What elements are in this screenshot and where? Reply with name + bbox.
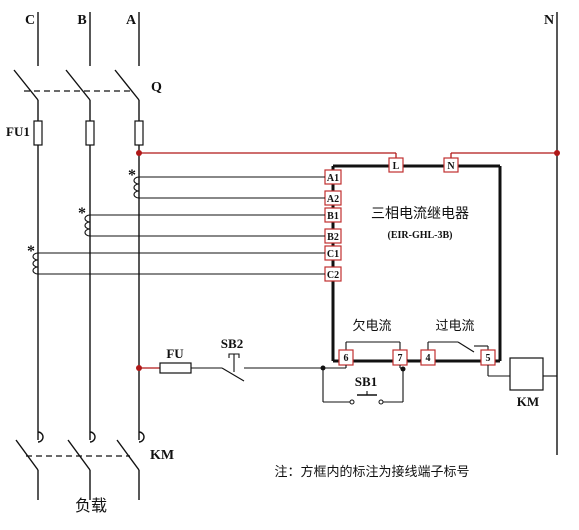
svg-text:6: 6 [344, 353, 349, 364]
fuse-fu [159, 362, 192, 374]
junction-dot [554, 150, 560, 156]
control-circuit: FU SB2 SB1 KM [136, 336, 557, 409]
terminal-a2: A2 [324, 190, 342, 206]
svg-text:5: 5 [486, 353, 491, 364]
button-sb2-label: SB2 [221, 336, 243, 351]
relay-model: (EIR-GHL-3B) [388, 230, 453, 241]
ct-polarity-star-c: * [27, 243, 35, 260]
terminal-4: 4 [420, 349, 436, 366]
undercurrent-contact [345, 341, 401, 350]
relay-title: 三相电流继电器 [371, 206, 469, 222]
svg-text:A1: A1 [327, 173, 339, 184]
supply-wires [136, 150, 560, 160]
svg-text:L: L [393, 161, 400, 172]
svg-text:B1: B1 [327, 211, 339, 222]
sb1-contact-right [378, 399, 384, 405]
fuse-fu1-label: FU1 [6, 124, 30, 139]
junction-dot [136, 365, 142, 371]
ct-wiring [32, 176, 325, 275]
svg-text:4: 4 [426, 353, 431, 364]
terminal-c1: C1 [324, 245, 342, 261]
terminal-a1: A1 [324, 169, 342, 185]
contactor-km-main-label: KM [150, 448, 174, 463]
terminal-5: 5 [480, 349, 496, 366]
svg-text:C1: C1 [327, 249, 339, 260]
undercurrent-label: 欠电流 [352, 318, 391, 334]
overcurrent-label: 过电流 [435, 319, 474, 334]
junction-dot [400, 366, 406, 372]
contactor-km-label: KM [517, 394, 539, 409]
svg-text:C2: C2 [327, 270, 339, 281]
load-label: 负载 [75, 496, 107, 515]
fuse-group-fu1: FU1 [6, 120, 144, 146]
phase-a-label: A [126, 13, 137, 28]
phase-c-label: C [25, 13, 35, 28]
terminal-c2: C2 [324, 266, 342, 282]
svg-text:B2: B2 [327, 232, 339, 243]
footnote: 注：方框内的标注为接线端子标号 [274, 464, 469, 480]
terminal-l: L [388, 157, 404, 173]
svg-text:N: N [447, 161, 455, 172]
contactor-km-coil [509, 357, 544, 391]
sb1-contact-left [349, 399, 355, 405]
switch-q-label: Q [151, 80, 162, 95]
button-sb1-label: SB1 [355, 374, 377, 389]
fuse-fu-label: FU [166, 346, 184, 361]
main-contactor-km: KM [15, 431, 174, 471]
svg-text:A2: A2 [327, 194, 339, 205]
terminal-b2: B2 [324, 228, 342, 244]
main-switch-q: Q [13, 69, 162, 101]
phase-b-label: B [77, 13, 86, 28]
terminal-b1: B1 [324, 207, 342, 223]
svg-text:7: 7 [398, 353, 403, 364]
ct-polarity-star-a: * [128, 167, 136, 184]
junction-dot [136, 150, 142, 156]
terminal-n: N [443, 157, 459, 173]
overcurrent-contact [427, 341, 489, 353]
neutral-label: N [544, 13, 554, 28]
ct-polarity-star-b: * [78, 205, 86, 222]
terminal-7: 7 [392, 349, 408, 366]
terminal-6: 6 [338, 349, 354, 366]
